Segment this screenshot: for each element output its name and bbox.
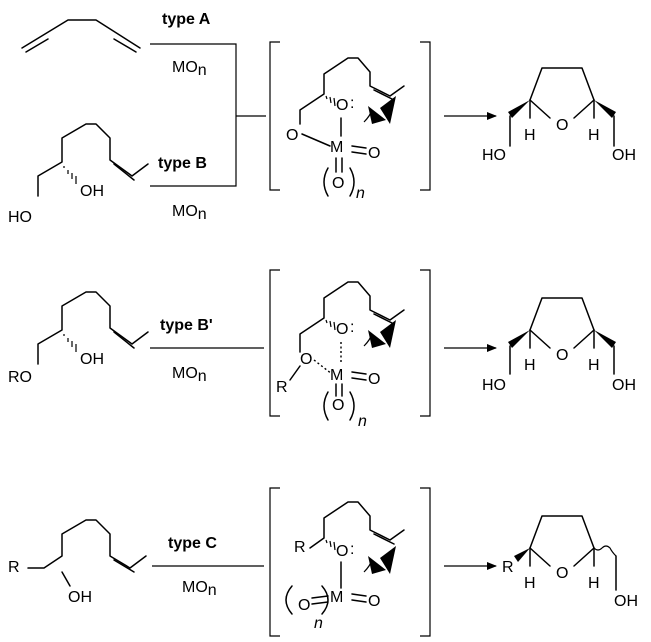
- oxygen-label: O: [368, 593, 380, 610]
- subscript-n: n: [358, 413, 367, 430]
- reaction-label-type-b: type B MOn: [158, 155, 207, 223]
- right-bracket: [420, 269, 431, 417]
- reagent-label: MOn: [182, 579, 217, 599]
- oxygen-label: O: [300, 351, 312, 368]
- transition-state-structure: O : O M O O n: [286, 57, 405, 202]
- subscript-n: n: [356, 185, 365, 202]
- hydroxyl-label: OH: [612, 377, 636, 394]
- r-group-label: R: [294, 539, 306, 556]
- alkoxy-alkene-structure: OH RO: [8, 291, 149, 386]
- lone-pair: :: [350, 319, 354, 336]
- reaction-label-type-c: type C MOn: [168, 535, 217, 599]
- reaction-type-label: type A: [162, 11, 211, 28]
- secondary-alkenol-structure: R OH: [8, 519, 147, 606]
- hydrogen-label: H: [588, 575, 600, 592]
- hydroxyl-label: OH: [68, 589, 92, 606]
- thf-alcohol-product: R H O H OH: [502, 515, 638, 610]
- reaction-type-label: type B': [160, 317, 213, 334]
- row-3: R OH type C MOn R O : M O O: [8, 487, 638, 637]
- thf-diol-product: H O H HO OH: [482, 67, 636, 164]
- oxygen-label: O: [336, 97, 348, 114]
- hydroxyl-label: OH: [80, 183, 104, 200]
- transition-state-structure: O : O R M O O n: [276, 281, 405, 430]
- lone-pair: :: [350, 541, 354, 558]
- left-bracket: [269, 41, 280, 191]
- hydroxyl-label: OH: [80, 351, 104, 368]
- reaction-type-label: type C: [168, 535, 217, 552]
- reagent-label: MOn: [172, 59, 207, 79]
- ring-oxygen-label: O: [556, 565, 568, 582]
- right-bracket: [420, 487, 431, 637]
- hydroxyl-label: OH: [614, 593, 638, 610]
- reaction-label-type-a: type A MOn: [162, 11, 211, 79]
- reaction-label-type-b-prime: type B' MOn: [160, 317, 213, 385]
- oxygen-label: O: [368, 145, 380, 162]
- hydrogen-label: H: [588, 127, 600, 144]
- thf-diol-product: H O H HO OH: [482, 297, 636, 394]
- transition-state-structure: R O : M O O n: [285, 501, 405, 632]
- r-group-label: R: [8, 559, 20, 576]
- hydrogen-label: H: [588, 357, 600, 374]
- oxygen-label: O: [336, 321, 348, 338]
- metal-label: M: [330, 367, 343, 384]
- ring-oxygen-label: O: [556, 347, 568, 364]
- metal-label: M: [330, 139, 343, 156]
- converging-lines: [150, 43, 266, 187]
- metal-label: M: [330, 589, 343, 606]
- hydrogen-label: H: [524, 357, 536, 374]
- row-1: OH HO type A MOn type B MOn O :: [8, 11, 636, 226]
- oxygen-label: O: [368, 371, 380, 388]
- hydroxyl-label: HO: [8, 209, 32, 226]
- oxygen-label: O: [332, 397, 344, 414]
- oxygen-label: O: [298, 597, 310, 614]
- oxygen-label: O: [286, 127, 298, 144]
- hydroxyl-label: HO: [482, 147, 506, 164]
- subscript-n: n: [314, 615, 323, 632]
- left-bracket: [269, 269, 280, 417]
- oxygen-label: O: [336, 543, 348, 560]
- reagent-label: MOn: [172, 203, 207, 223]
- r-group-label: R: [276, 379, 288, 396]
- left-bracket: [269, 487, 280, 637]
- ring-oxygen-label: O: [556, 117, 568, 134]
- hydroxyl-label: HO: [482, 377, 506, 394]
- row-2: OH RO type B' MOn O : O R M O: [8, 269, 636, 430]
- alkoxy-label: RO: [8, 369, 32, 386]
- hydrogen-label: H: [524, 575, 536, 592]
- reagent-label: MOn: [172, 365, 207, 385]
- diol-alkene-structure: OH HO: [8, 123, 149, 226]
- reaction-type-label: type B: [158, 155, 207, 172]
- lone-pair: :: [350, 95, 354, 112]
- right-bracket: [420, 41, 431, 191]
- hydroxyl-label: OH: [612, 147, 636, 164]
- r-group-label: R: [502, 559, 514, 576]
- hydrogen-label: H: [524, 127, 536, 144]
- hexadiene-structure: [21, 19, 141, 53]
- oxygen-label: O: [332, 175, 344, 192]
